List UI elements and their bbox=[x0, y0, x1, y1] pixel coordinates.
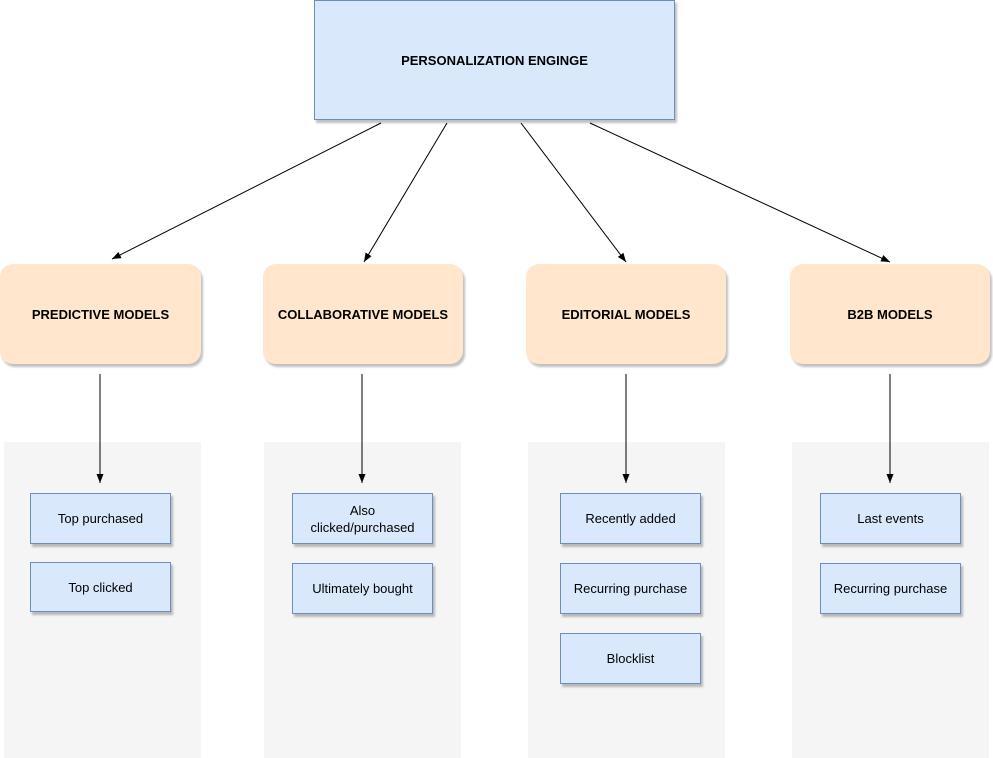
item-blocklist: Blocklist bbox=[560, 633, 701, 684]
edge-root-editorial bbox=[520, 122, 627, 263]
item-top-purchased: Top purchased bbox=[30, 493, 171, 544]
category-b2b: B2B MODELS bbox=[790, 264, 990, 364]
edge-root-b2b bbox=[589, 122, 891, 263]
category-editorial: EDITORIAL MODELS bbox=[526, 264, 726, 364]
item-recurring-purchase-editorial: Recurring purchase bbox=[560, 563, 701, 614]
edge-root-collaborative bbox=[363, 122, 448, 263]
item-recently-added: Recently added bbox=[560, 493, 701, 544]
item-also-clicked-purchased: Also clicked/purchased bbox=[292, 493, 433, 544]
item-last-events: Last events bbox=[820, 493, 961, 544]
edge-root-predictive bbox=[111, 122, 382, 260]
item-ultimately-bought: Ultimately bought bbox=[292, 563, 433, 614]
item-top-clicked: Top clicked bbox=[30, 562, 171, 612]
root-node: PERSONALIZATION ENGINGE bbox=[314, 0, 675, 120]
category-collaborative: COLLABORATIVE MODELS bbox=[263, 264, 463, 364]
item-recurring-purchase-b2b: Recurring purchase bbox=[820, 563, 961, 614]
category-predictive: PREDICTIVE MODELS bbox=[0, 264, 201, 364]
